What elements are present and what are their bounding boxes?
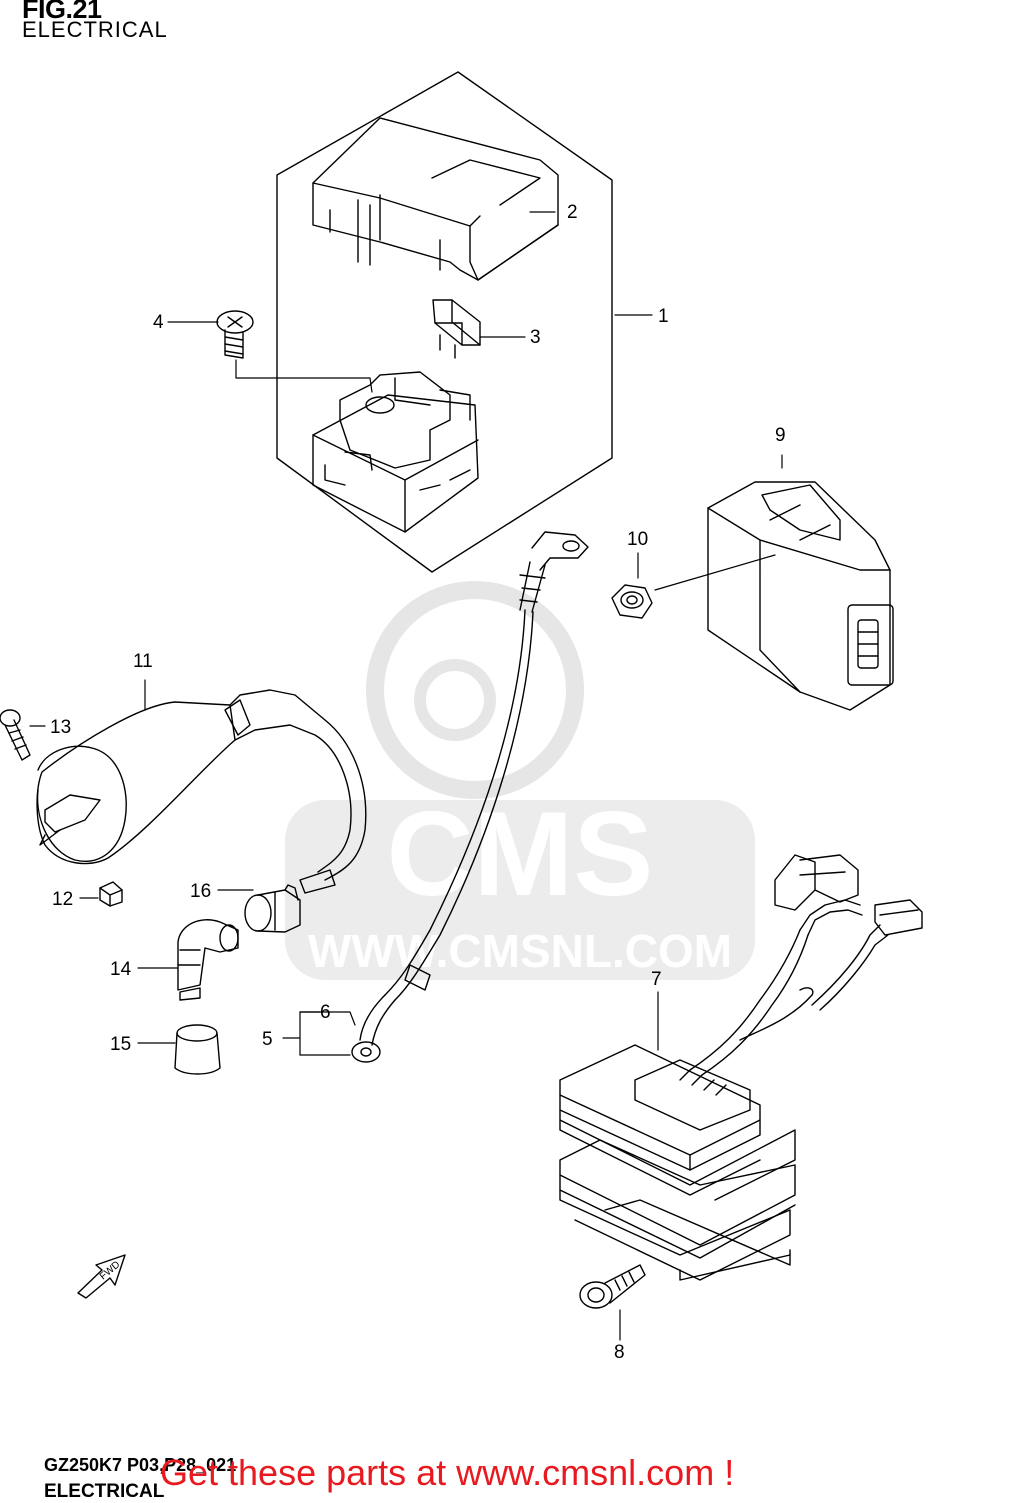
- callout-14: 14: [110, 959, 132, 980]
- diagram-reference-code: GZ250K7 P03,P28_021: [44, 1455, 237, 1475]
- callout-15: 15: [110, 1034, 131, 1055]
- ignition-coil: [36, 689, 367, 894]
- figure-subtitle: ELECTRICAL: [22, 17, 168, 42]
- spark-plug-cap: [177, 919, 239, 1001]
- coil-bolt: [0, 709, 31, 761]
- cap-seal: [244, 884, 301, 933]
- callout-10: 10: [627, 529, 648, 550]
- junction-box-assembly: [216, 71, 613, 573]
- callout-9: 9: [775, 425, 786, 446]
- callouts: 1 2 3 4 5 6 7 8 9 10 11 12 13 14 15 16: [50, 202, 786, 1363]
- figure-title: FIG.21: [22, 0, 102, 24]
- callout-1: 1: [658, 306, 669, 327]
- leader-lines: [29, 211, 783, 1341]
- screw: [216, 310, 254, 359]
- fuse: [432, 299, 481, 359]
- regulator-bolt: [579, 1264, 646, 1309]
- ground-wire: [351, 531, 589, 1063]
- callout-8: 8: [614, 1342, 625, 1363]
- diagram-reference-section: ELECTRICAL: [44, 1481, 165, 1502]
- promo-link[interactable]: Get these parts at www.cmsnl.com !: [160, 1452, 735, 1493]
- forward-direction-arrow: FWD: [77, 1254, 126, 1299]
- callout-2: 2: [567, 202, 578, 223]
- control-unit: [707, 481, 894, 711]
- watermark: CMS WWW.CMSNL.COM: [285, 581, 755, 980]
- callout-11: 11: [133, 651, 153, 672]
- regulator-rectifier: [559, 854, 923, 1281]
- nut: [611, 584, 653, 619]
- callout-7: 7: [651, 969, 662, 990]
- callout-13: 13: [50, 717, 71, 738]
- callout-4: 4: [153, 312, 164, 333]
- callout-6: 6: [320, 1002, 331, 1023]
- plug-cap-cover: [174, 1024, 221, 1075]
- fuse-box-cover: [312, 117, 559, 281]
- callout-3: 3: [530, 327, 541, 348]
- collar: [99, 881, 123, 907]
- callout-5: 5: [262, 1029, 273, 1050]
- callout-12: 12: [52, 889, 73, 910]
- callout-16: 16: [190, 881, 211, 902]
- watermark-brand: CMS: [387, 787, 654, 921]
- fuse-holder-base: [312, 371, 479, 533]
- watermark-url: WWW.CMSNL.COM: [308, 925, 732, 977]
- assembly-1-outline: [276, 71, 613, 573]
